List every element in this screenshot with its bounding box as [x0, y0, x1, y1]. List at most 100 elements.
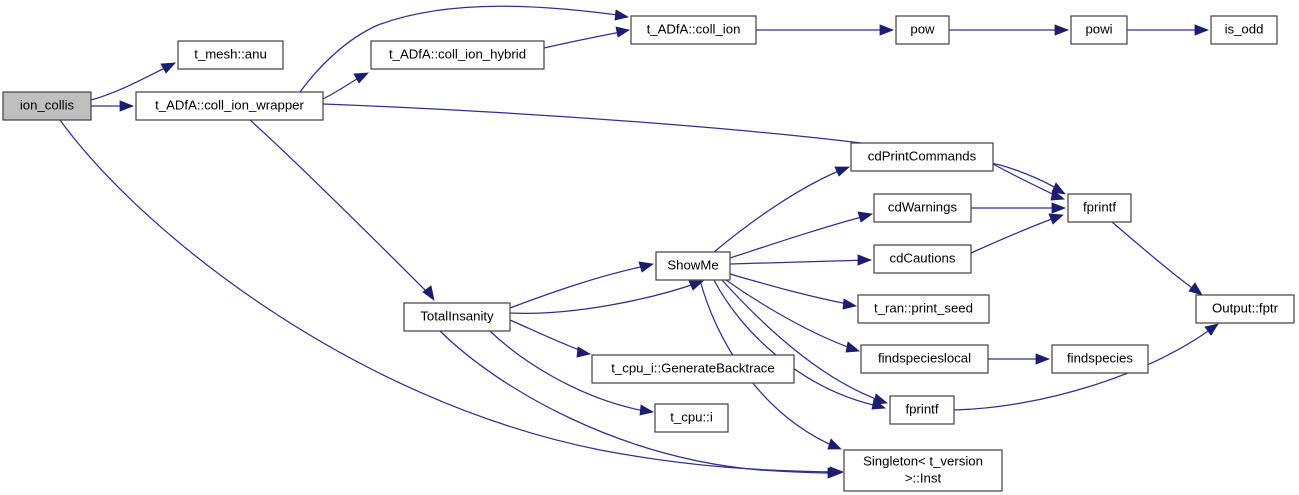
edge-cdWarnings-to-fprintf_upper: [971, 202, 1067, 214]
node-box[interactable]: [403, 302, 511, 332]
edge-pow-to-powi: [949, 24, 1070, 36]
node-coll_ion_wrapper[interactable]: t_ADfA::coll_ion_wrapper: [135, 91, 324, 121]
node-box[interactable]: [843, 449, 1003, 492]
arrowhead-icon: [1048, 213, 1064, 225]
node-box[interactable]: [135, 91, 324, 121]
node-box[interactable]: [873, 193, 972, 223]
edge-line: [489, 330, 651, 413]
edge-TotalInsanity-to-ShowMe: [509, 280, 705, 314]
node-t_mesh_anu[interactable]: t_mesh::anu: [177, 40, 284, 70]
edges-layer: [59, 5, 1219, 479]
node-box[interactable]: [655, 251, 731, 281]
node-pow[interactable]: pow: [895, 15, 950, 45]
node-box[interactable]: [873, 244, 972, 274]
node-box[interactable]: [850, 142, 994, 172]
edge-line: [299, 5, 626, 93]
arrowhead-icon: [615, 26, 631, 38]
node-fprintf_upper[interactable]: fprintf: [1067, 193, 1132, 223]
edge-ShowMe-to-cdWarnings: [729, 211, 874, 259]
node-label: ShowMe: [667, 257, 718, 272]
node-label: fprintf: [906, 401, 939, 416]
node-ShowMe[interactable]: ShowMe: [655, 251, 731, 281]
node-box[interactable]: [895, 15, 950, 45]
arrowhead-icon: [639, 404, 655, 416]
node-box[interactable]: [177, 40, 284, 70]
edge-powi-to-is_odd: [1127, 24, 1210, 36]
node-box[interactable]: [857, 294, 990, 324]
node-cdCautions[interactable]: cdCautions: [873, 244, 972, 274]
node-cdWarnings[interactable]: cdWarnings: [873, 193, 972, 223]
edge-ShowMe-to-t_ran_print_seed: [729, 273, 858, 310]
arrowhead-icon: [827, 438, 842, 450]
edge-ShowMe-to-cdCautions: [729, 254, 873, 266]
edge-line: [729, 214, 870, 259]
edge-cdPrintCommands-to-fprintf_upper: [992, 163, 1066, 201]
node-findspecies[interactable]: findspecies: [1051, 344, 1149, 374]
arrowhead-icon: [1051, 202, 1067, 214]
node-box[interactable]: [1067, 193, 1132, 223]
node-label: >::Inst: [905, 470, 942, 485]
edge-line: [509, 319, 588, 354]
edge-line: [1111, 221, 1200, 294]
node-t_ran_print_seed[interactable]: t_ran::print_seed: [857, 294, 990, 324]
node-box[interactable]: [1070, 15, 1128, 45]
node-t_cpu_i[interactable]: t_cpu::i: [654, 403, 729, 433]
node-powi[interactable]: powi: [1070, 15, 1128, 45]
node-label: t_ran::print_seed: [874, 300, 973, 315]
node-coll_ion[interactable]: t_ADfA::coll_ion: [630, 15, 757, 45]
node-box[interactable]: [370, 40, 545, 70]
arrowhead-icon: [845, 341, 861, 353]
edge-line: [713, 167, 847, 253]
node-label: t_mesh::anu: [194, 46, 267, 61]
node-cdPrintCommands[interactable]: cdPrintCommands: [850, 142, 994, 172]
arrowhead-icon: [422, 285, 435, 301]
edge-coll_ion_hybrid-to-coll_ion: [543, 26, 631, 49]
arrowhead-icon: [857, 254, 873, 266]
edge-coll_ion-to-pow: [756, 24, 895, 36]
edge-line: [992, 163, 1062, 199]
node-box[interactable]: [860, 344, 989, 374]
node-box[interactable]: [1210, 15, 1278, 45]
node-findspecieslocal[interactable]: findspecieslocal: [860, 344, 989, 374]
node-fprintf_lower[interactable]: fprintf: [889, 395, 955, 425]
arrowhead-icon: [1051, 182, 1066, 195]
edge-line: [729, 259, 869, 265]
node-GenerateBacktrace[interactable]: t_cpu_i::GenerateBacktrace: [591, 354, 795, 384]
edge-line: [729, 273, 854, 306]
arrowhead-icon: [614, 9, 630, 21]
node-Singleton[interactable]: Singleton< t_version>::Inst: [843, 449, 1003, 492]
arrowhead-icon: [576, 346, 592, 358]
node-TotalInsanity[interactable]: TotalInsanity: [403, 302, 511, 332]
node-ion_collis[interactable]: ion_collis: [2, 91, 92, 121]
edge-ion_collis-to-coll_ion_wrapper: [91, 100, 135, 112]
node-is_odd[interactable]: is_odd: [1210, 15, 1278, 45]
arrowhead-icon: [1035, 353, 1051, 365]
arrowhead-icon: [1054, 24, 1070, 36]
node-box[interactable]: [630, 15, 757, 45]
node-label: Singleton< t_version: [863, 453, 983, 468]
arrowhead-icon: [1194, 24, 1210, 36]
node-box[interactable]: [591, 354, 795, 384]
node-coll_ion_hybrid[interactable]: t_ADfA::coll_ion_hybrid: [370, 40, 545, 70]
node-label: findspecies: [1067, 350, 1133, 365]
node-label: t_ADfA::coll_ion_hybrid: [389, 46, 526, 61]
arrowhead-icon: [688, 280, 705, 291]
node-box[interactable]: [889, 395, 955, 425]
edge-line: [439, 330, 839, 474]
arrowhead-icon: [1204, 323, 1219, 336]
edge-ShowMe-to-findspecieslocal: [725, 279, 861, 353]
node-Output_fptr[interactable]: Output::fptr: [1195, 294, 1295, 324]
node-box[interactable]: [654, 403, 729, 433]
node-box[interactable]: [2, 91, 92, 121]
edge-line: [970, 215, 1061, 254]
edge-TotalInsanity-to-ShowMe: [509, 261, 655, 309]
edge-findspecieslocal-to-findspecies: [988, 353, 1051, 365]
arrowhead-icon: [160, 62, 176, 74]
node-label: pow: [910, 21, 935, 36]
node-box[interactable]: [1195, 294, 1295, 324]
edge-TotalInsanity-to-GenerateBacktrace: [509, 319, 592, 358]
node-box[interactable]: [1051, 344, 1149, 374]
edge-TotalInsanity-to-Singleton: [439, 330, 843, 479]
arrowhead-icon: [638, 261, 655, 273]
arrowhead-icon: [1188, 282, 1203, 296]
